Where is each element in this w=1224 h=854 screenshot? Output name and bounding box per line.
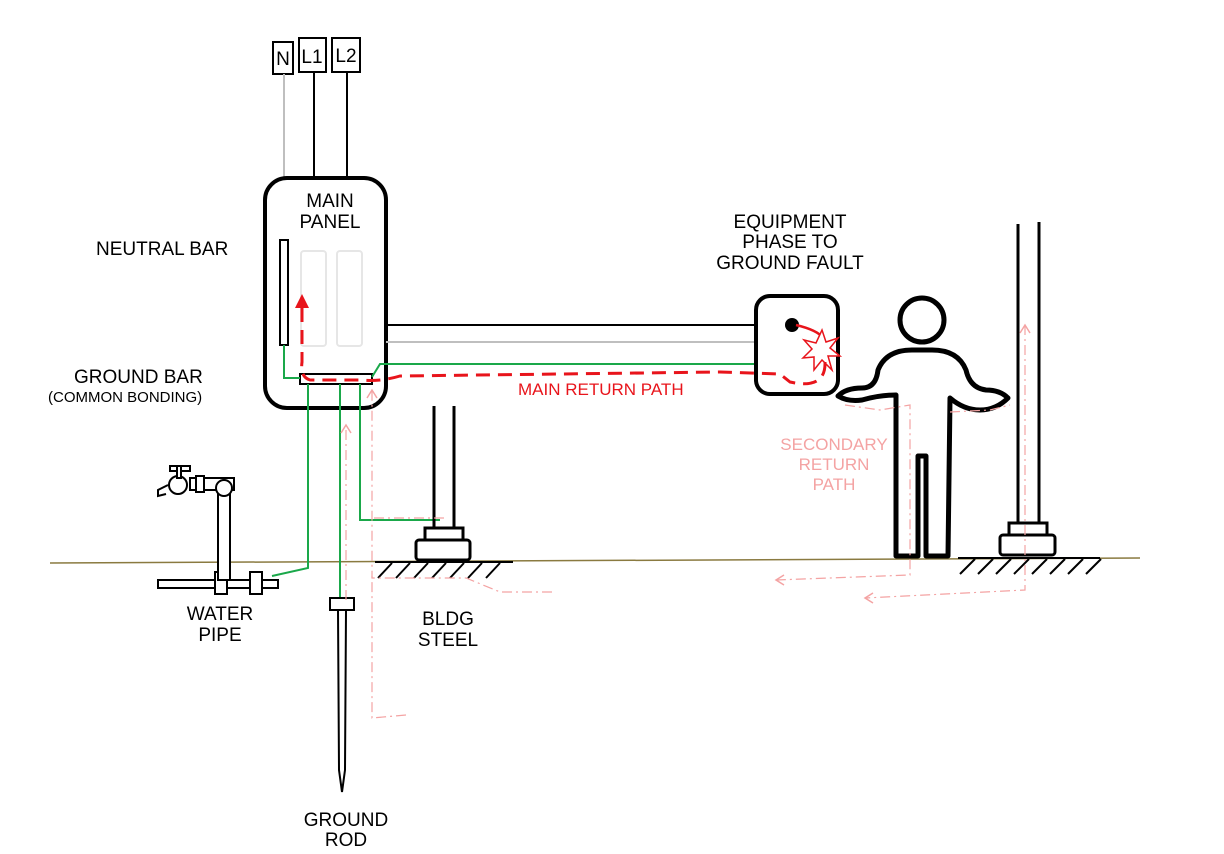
bldg-steel-label-2: STEEL — [418, 630, 478, 651]
secondary-return-label-1: SECONDARY — [780, 435, 887, 454]
right-footing-hatch — [958, 557, 1102, 575]
secondary-return-arrowheads — [340, 323, 1031, 604]
main-panel-label-1: MAIN — [306, 191, 354, 212]
main-return-path-label: MAIN RETURN PATH — [518, 380, 684, 399]
neutral-bar-label: NEUTRAL BAR — [96, 239, 228, 260]
person-figure — [835, 295, 1011, 559]
terminal-n: N — [272, 41, 294, 75]
breaker-slot-2 — [336, 250, 363, 347]
secondary-return-label-3: PATH — [813, 475, 856, 494]
water-pipe-label-2: PIPE — [198, 625, 241, 646]
common-bonding-label: (COMMON BONDING) — [48, 389, 202, 406]
equipment-label-3: GROUND FAULT — [716, 253, 864, 274]
fault-point — [785, 318, 799, 332]
water-pipe-label-1: WATER — [187, 604, 254, 625]
ground-rod-clamp — [329, 597, 355, 611]
bonding-jumper — [283, 345, 300, 379]
water-pipe-ground-wire — [271, 384, 309, 577]
right-steel-column — [998, 222, 1057, 557]
ground-bar-label: GROUND BAR — [74, 367, 203, 388]
bldg-steel-footing-hatch — [375, 561, 513, 579]
fault-spark-icon — [801, 327, 843, 373]
ground-rod-label-1: GROUND — [304, 810, 388, 831]
equipment-enclosure — [754, 294, 840, 396]
main-panel-label-2: PANEL — [300, 212, 361, 233]
terminal-l1-label: L1 — [301, 47, 322, 68]
bldg-steel-label-1: BLDG — [422, 609, 474, 630]
bldg-steel-ground-wire — [359, 384, 440, 521]
water-pipe — [157, 465, 279, 595]
equipment-ground-conductor — [371, 363, 756, 378]
equipment-label-2: PHASE TO — [742, 232, 837, 253]
terminal-l1: L1 — [298, 37, 327, 73]
terminal-l2-label: L2 — [335, 46, 356, 67]
bldg-steel-column — [414, 406, 472, 562]
ground-rod-label-2: ROD — [325, 830, 367, 851]
neutral-bar — [279, 239, 289, 346]
secondary-return-label-2: RETURN — [799, 455, 870, 474]
main-return-arrow-icon — [295, 294, 309, 308]
equipment-label-1: EQUIPMENT — [734, 212, 847, 233]
secondary-return-path — [345, 325, 1026, 719]
terminal-l2: L2 — [331, 37, 361, 73]
ground-rod — [336, 609, 348, 793]
terminal-n-label: N — [276, 49, 290, 70]
main-return-path — [300, 300, 827, 386]
